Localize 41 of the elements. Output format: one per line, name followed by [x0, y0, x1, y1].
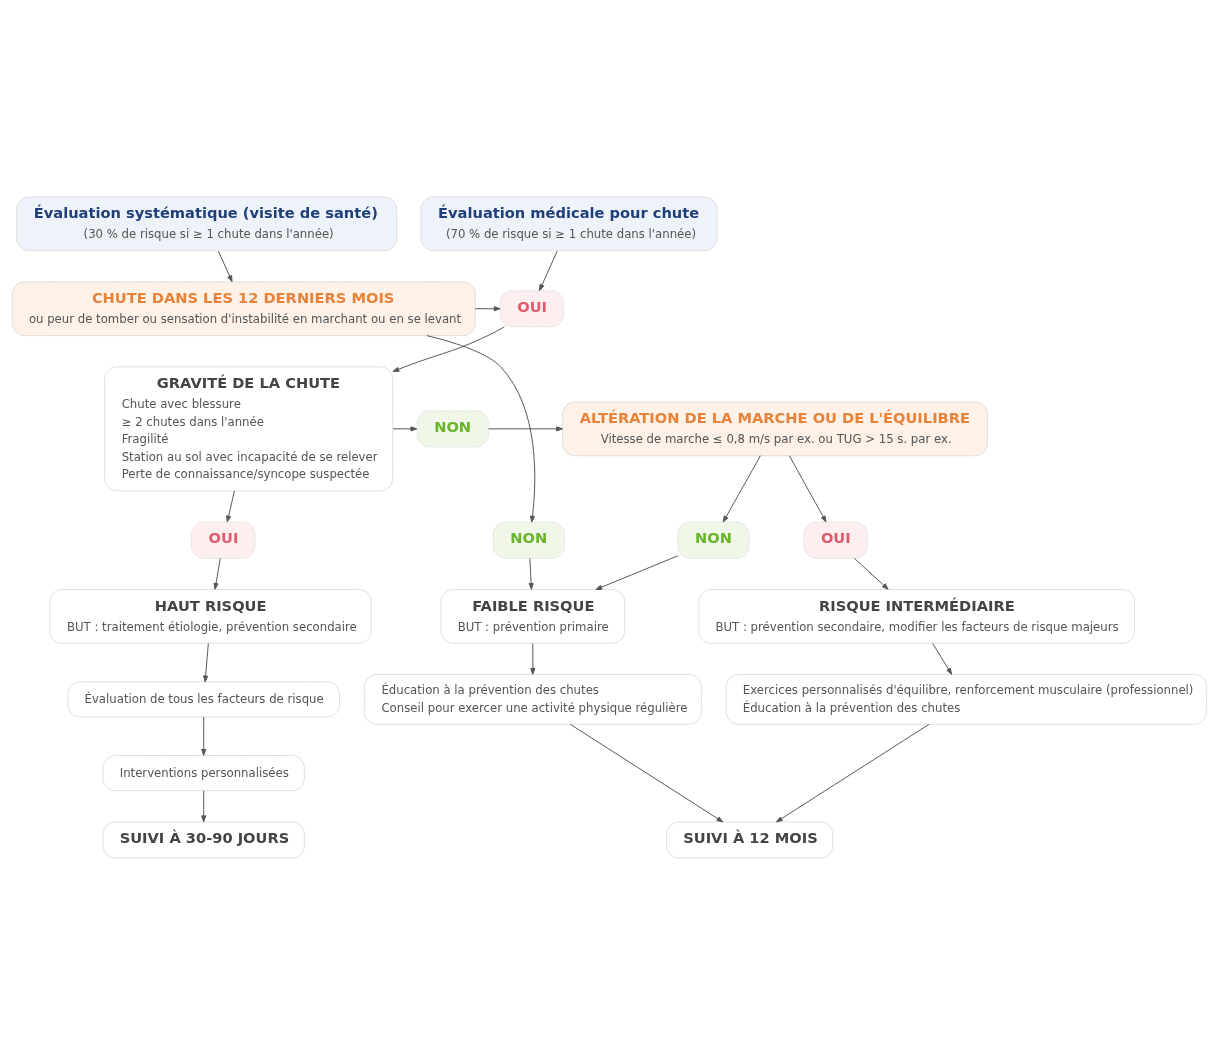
- arrow: [488, 425, 563, 431]
- node-box: OUI: [191, 521, 256, 559]
- node-box: GRAVITÉ DE LA CHUTE Chute avec blessure ≥ 2 chutes dans l'année Fragilité Station au sol avec incapacité de se relever Perte de connaissance/syncope suspectée: [104, 365, 394, 491]
- arrow: [595, 554, 679, 590]
- node-box: Éducation à la prévention des chutes Conseil pour exercer une activité physique régulière: [363, 673, 702, 725]
- node-box: NON: [416, 409, 489, 447]
- arrow: [392, 425, 418, 431]
- arrow: [775, 723, 930, 822]
- arrow: [853, 557, 889, 590]
- node-box: Évaluation systématique (visite de santé) (30 % de risque si ≥ 1 chute dans l'année): [16, 195, 398, 251]
- node-box: ALTÉRATION DE LA MARCHE OU DE L'ÉQUILIBRE Vitesse de marche ≤ 0,8 m/s par ex. ou TUG > 15 s. par ex.: [562, 401, 988, 456]
- arrow: [213, 557, 221, 590]
- arrow: [788, 454, 827, 522]
- arrow: [722, 454, 761, 522]
- arrow: [226, 489, 235, 522]
- node-box: Interventions personnalisées: [102, 754, 305, 791]
- arrow: [569, 723, 724, 822]
- arrow: [392, 325, 505, 372]
- node-box: SUIVI À 12 MOIS: [666, 820, 834, 859]
- arrow: [932, 642, 953, 675]
- arrow: [203, 642, 209, 682]
- arrow: [426, 334, 536, 523]
- arrow: [217, 250, 233, 282]
- arrow: [201, 789, 207, 822]
- node-box: Évaluation de tous les facteurs de risque: [67, 680, 340, 717]
- node-box: RISQUE INTERMÉDIAIRE BUT : prévention secondaire, modifier les facteurs de risque majeurs: [698, 588, 1135, 644]
- arrow: [201, 716, 207, 756]
- arrow: [528, 557, 534, 590]
- node-box: NON: [677, 521, 750, 559]
- node-box: Évaluation médicale pour chute (70 % de risque si ≥ 1 chute dans l'année): [420, 195, 718, 251]
- node-box: NON: [492, 521, 566, 559]
- node-box: OUI: [499, 289, 565, 327]
- node-box: OUI: [803, 521, 868, 559]
- node-box: CHUTE DANS LES 12 DERNIERS MOIS ou peur de tomber ou sensation d'instabilité en marchant ou en se levant: [11, 280, 476, 336]
- node-box: Exercices personnalisés d'équilibre, renforcement musculaire (professionnel) Éducation à la prévention des chutes: [725, 673, 1208, 725]
- node-box: HAUT RISQUE BUT : traitement étiologie, prévention secondaire: [49, 588, 372, 644]
- arrow: [474, 305, 501, 311]
- node-box: SUIVI À 30-90 JOURS: [102, 820, 305, 859]
- arrow: [530, 642, 536, 675]
- arrow: [539, 250, 558, 291]
- node-box: FAIBLE RISQUE BUT : prévention primaire: [440, 588, 626, 644]
